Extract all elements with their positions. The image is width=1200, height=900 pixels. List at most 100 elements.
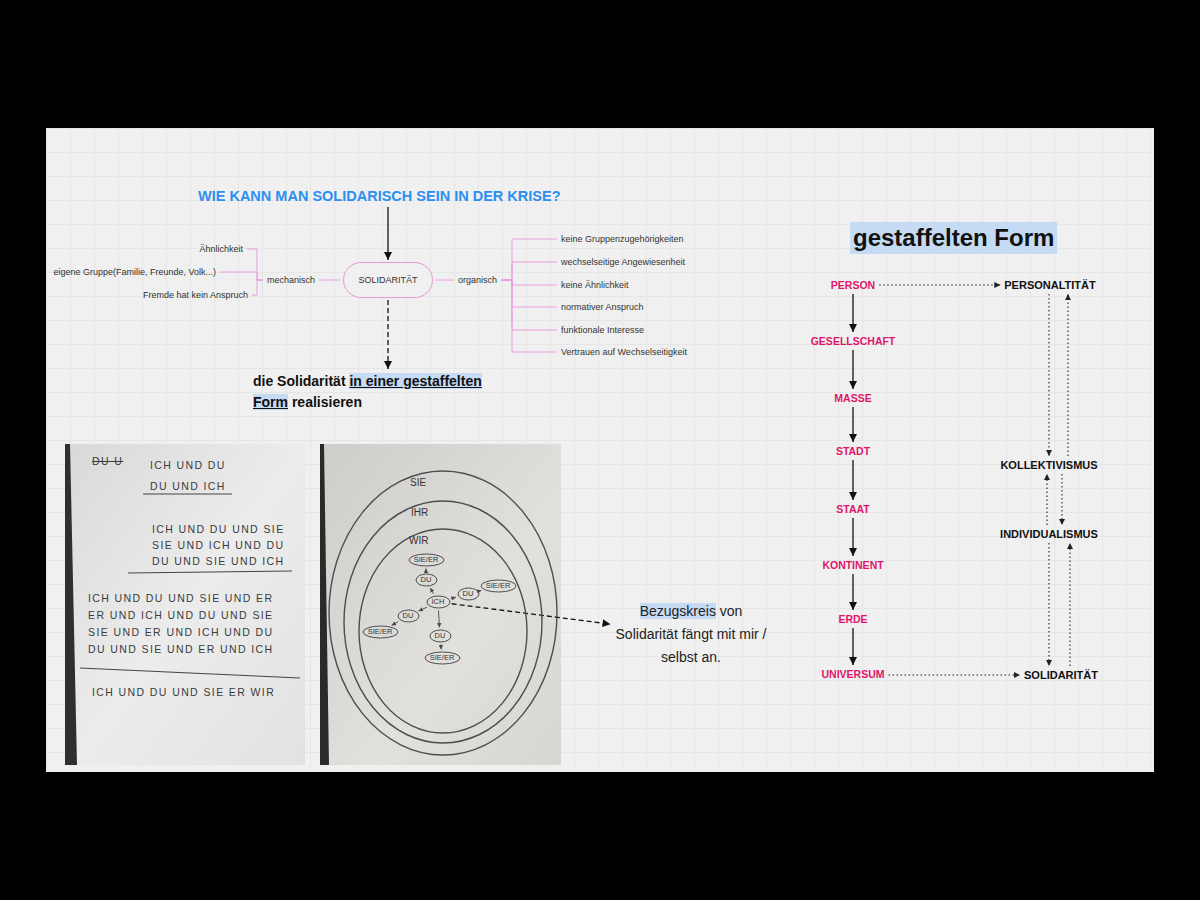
mindmap-item: funktionale Interesse [559,324,646,336]
ellipse-shape [458,588,479,600]
ellipse-shape [409,554,444,566]
connector-arrow [852,294,853,332]
node-text: GESELLSCHAFT [811,335,896,347]
branch-line [220,272,263,280]
scale-step: ERDE [836,612,869,626]
node-text: funktionale Interesse [561,325,644,335]
scale-step: STAAT [834,502,871,516]
handwritten-note: ER UND ICH UND DU UND SIE [88,609,274,621]
node-text: realisieren [292,394,362,410]
handwritten-note: ICH UND DU UND SIE UND ER [88,592,274,604]
connector-arrow [440,644,441,649]
concept-term: KOLLEKTIVISMUS [998,458,1099,472]
photo-frame [320,444,561,765]
pronoun-ellipse: SIE/ER [480,579,517,593]
node-text: SIE/ER [430,653,455,663]
mindmap-item: wechselseitige Angewiesenheit [559,256,687,268]
node-text: DU [463,589,474,599]
pronoun-ellipse: DU [429,629,452,643]
mindmap-item: Ähnlichkeit [197,243,245,255]
concept-term: SOLIDARITÄT [1022,668,1100,682]
connector-arrow [1067,294,1068,456]
branch-line [319,280,341,281]
node-text: DU [403,611,414,621]
connector-arrow [1069,543,1070,666]
node-text: normativer Anspruch [561,302,644,312]
ellipse-shape [427,596,450,608]
node-text: WIR [409,535,428,547]
node-text: DU [421,575,432,585]
connector-arrow [889,674,1021,675]
paper-sheet [70,444,305,765]
node-text: UNIVERSUM [821,668,884,680]
callout-text: Bezugskreisvon Solidarität fängt mit mir… [612,600,770,669]
connector-arrow [1046,474,1047,525]
node-text: SOLIDARITÄT [358,275,417,285]
connector-arrow [852,407,853,442]
circle-region: WIR SIE/ER DU ICH DU SIE/ER DU SIE/ER DU SIE/ER [358,528,528,734]
branch-line [501,280,557,307]
ellipse-shape [481,580,516,592]
ellipse-shape [416,574,437,586]
node-text: STADT [836,445,870,457]
branch-line [501,262,557,280]
mindmap-item: Vertrauen auf Wechselseitigkeit [559,346,689,358]
handwritten-note: ICH UND DU UND SIE [152,523,285,535]
node-text: Fremde hat kein Anspruch [143,290,248,300]
scale-step: UNIVERSUM [819,667,886,681]
ellipse-shape [329,471,557,755]
handwritten-note: ICH UND DU [150,459,226,471]
scale-step: KONTINENT [820,558,885,572]
node-text: PERSONALTITÄT [1004,279,1095,291]
conclusion-text: die Solidaritätin einer gestaffelten For… [253,371,489,413]
mindmap-item: keine Gruppenzugehörigkeiten [559,233,686,245]
node-text: SIE [410,477,426,489]
branch-line [435,280,454,281]
node-text: die Solidarität [253,373,346,389]
node-text: PERSON [831,279,875,291]
connector-arrow [438,610,439,627]
pronoun-ellipse: SIE/ER [408,553,445,567]
connector-arrow [430,588,433,594]
connector-arrow [480,590,481,591]
node-text: keine Gruppenzugehörigkeiten [561,234,684,244]
center-pill: SOLIDARITÄT [343,262,433,298]
node-text: wechselseitige Angewiesenheit [561,257,685,267]
connector-arrow [852,574,853,610]
section-heading: gestaffelten Form [850,222,1057,254]
mindmap-item: mechanisch [265,274,317,286]
paper-sheet [324,444,561,765]
ellipse-shape [398,610,419,622]
pronoun-ellipse: SIE/ER [424,651,461,665]
node-text: IHR [411,507,428,519]
concept-term: PERSONALTITÄT [1002,278,1097,292]
pronoun-ellipse: DU [397,609,420,623]
node-text: SOLIDARITÄT [1024,669,1098,681]
connector-arrow [392,622,399,626]
pronoun-ellipse: DU [415,573,438,587]
node-text: DU [435,631,446,641]
node-text: SIE/ER [368,627,393,637]
branch-line [501,280,557,285]
node-text: ICH [432,597,445,607]
connector-arrow [879,284,1000,285]
branch-line [501,280,557,352]
pronoun-ellipse: ICH [426,595,451,609]
connector-arrow [418,607,427,611]
mindmap-item: normativer Anspruch [559,301,646,313]
connector-arrow [452,604,611,624]
handwritten-note: DU UND ICH [150,480,226,492]
photo-frame [65,444,305,765]
ellipse-outline [328,470,558,756]
handwritten-note: DU U [92,455,123,467]
mindmap-item: Fremde hat kein Anspruch [141,289,250,301]
node-text: ERDE [838,613,867,625]
connector-arrow [1048,294,1049,456]
node-text: organisch [458,275,497,285]
node-text: eigene Gruppe(Familie, Freunde, Volk...) [53,267,216,277]
pencil-line [80,668,300,678]
question-heading: WIE KANN MAN SOLIDARISCH SEIN IN DER KRI… [196,187,563,205]
mindmap-item: eigene Gruppe(Familie, Freunde, Volk...) [51,266,218,278]
ellipse-shape [363,626,398,638]
